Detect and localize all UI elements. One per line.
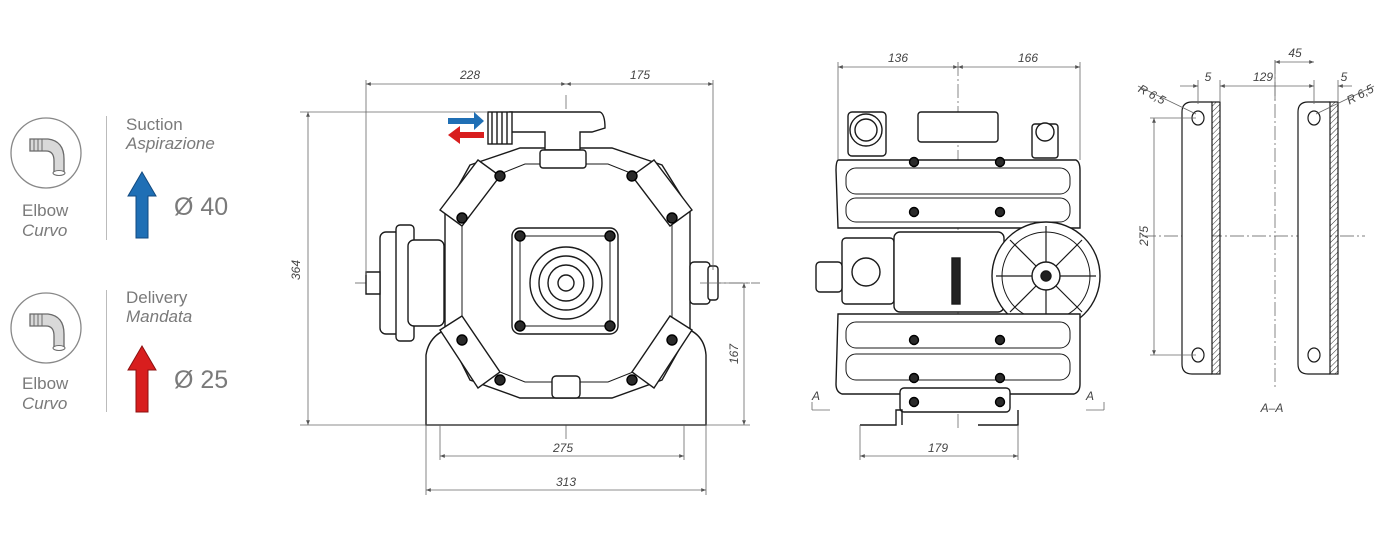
front-dimensions (300, 80, 750, 495)
delivery-label-it: Mandata (126, 307, 193, 326)
front-view (355, 95, 760, 460)
dim-5-right: 5 (1341, 70, 1348, 84)
elbow-icon (10, 117, 82, 189)
dim-167: 167 (727, 343, 741, 364)
dim-179: 179 (928, 441, 948, 455)
suction-fitting-label-it: Curvo (22, 221, 68, 240)
radius-left: R 6,5 (1136, 82, 1168, 108)
suction-fitting-label: Elbow (22, 201, 69, 220)
dim-166: 166 (1018, 51, 1038, 65)
dim-175: 175 (630, 68, 650, 82)
dim-364: 364 (289, 260, 303, 280)
side-view (815, 62, 1101, 430)
legend-panel: Elbow Curvo Suction Aspirazione Ø 40 Elb… (0, 0, 300, 550)
dim-228: 228 (459, 68, 480, 82)
side-dimensions (811, 62, 1105, 460)
suction-arrow-icon (127, 171, 157, 239)
delivery-label: Delivery (126, 288, 188, 307)
section-caption: A–A (1260, 401, 1284, 415)
section-view (1142, 60, 1365, 390)
dim-136: 136 (888, 51, 908, 65)
delivery-diameter: Ø 25 (174, 366, 229, 394)
delivery-fitting-label-it: Curvo (22, 394, 68, 413)
elbow-icon (10, 292, 82, 364)
delivery-arrow-icon (127, 345, 157, 413)
suction-diameter: Ø 40 (174, 193, 229, 221)
flow-arrows (448, 112, 484, 144)
dim-275-section: 275 (1137, 226, 1151, 247)
section-mark-right: A (1085, 389, 1094, 403)
suction-label: Suction (126, 115, 183, 134)
section-mark-left: A (811, 389, 820, 403)
dim-129: 129 (1253, 70, 1273, 84)
divider (106, 116, 107, 240)
dim-5-left: 5 (1205, 70, 1212, 84)
dim-313: 313 (556, 475, 576, 489)
dim-45: 45 (1288, 46, 1302, 60)
divider (106, 290, 107, 412)
radius-right: R 6,5 (1344, 81, 1376, 107)
dim-275: 275 (552, 441, 573, 455)
suction-label-it: Aspirazione (126, 134, 215, 153)
delivery-fitting-label: Elbow (22, 374, 69, 393)
section-dimensions (1137, 60, 1375, 356)
